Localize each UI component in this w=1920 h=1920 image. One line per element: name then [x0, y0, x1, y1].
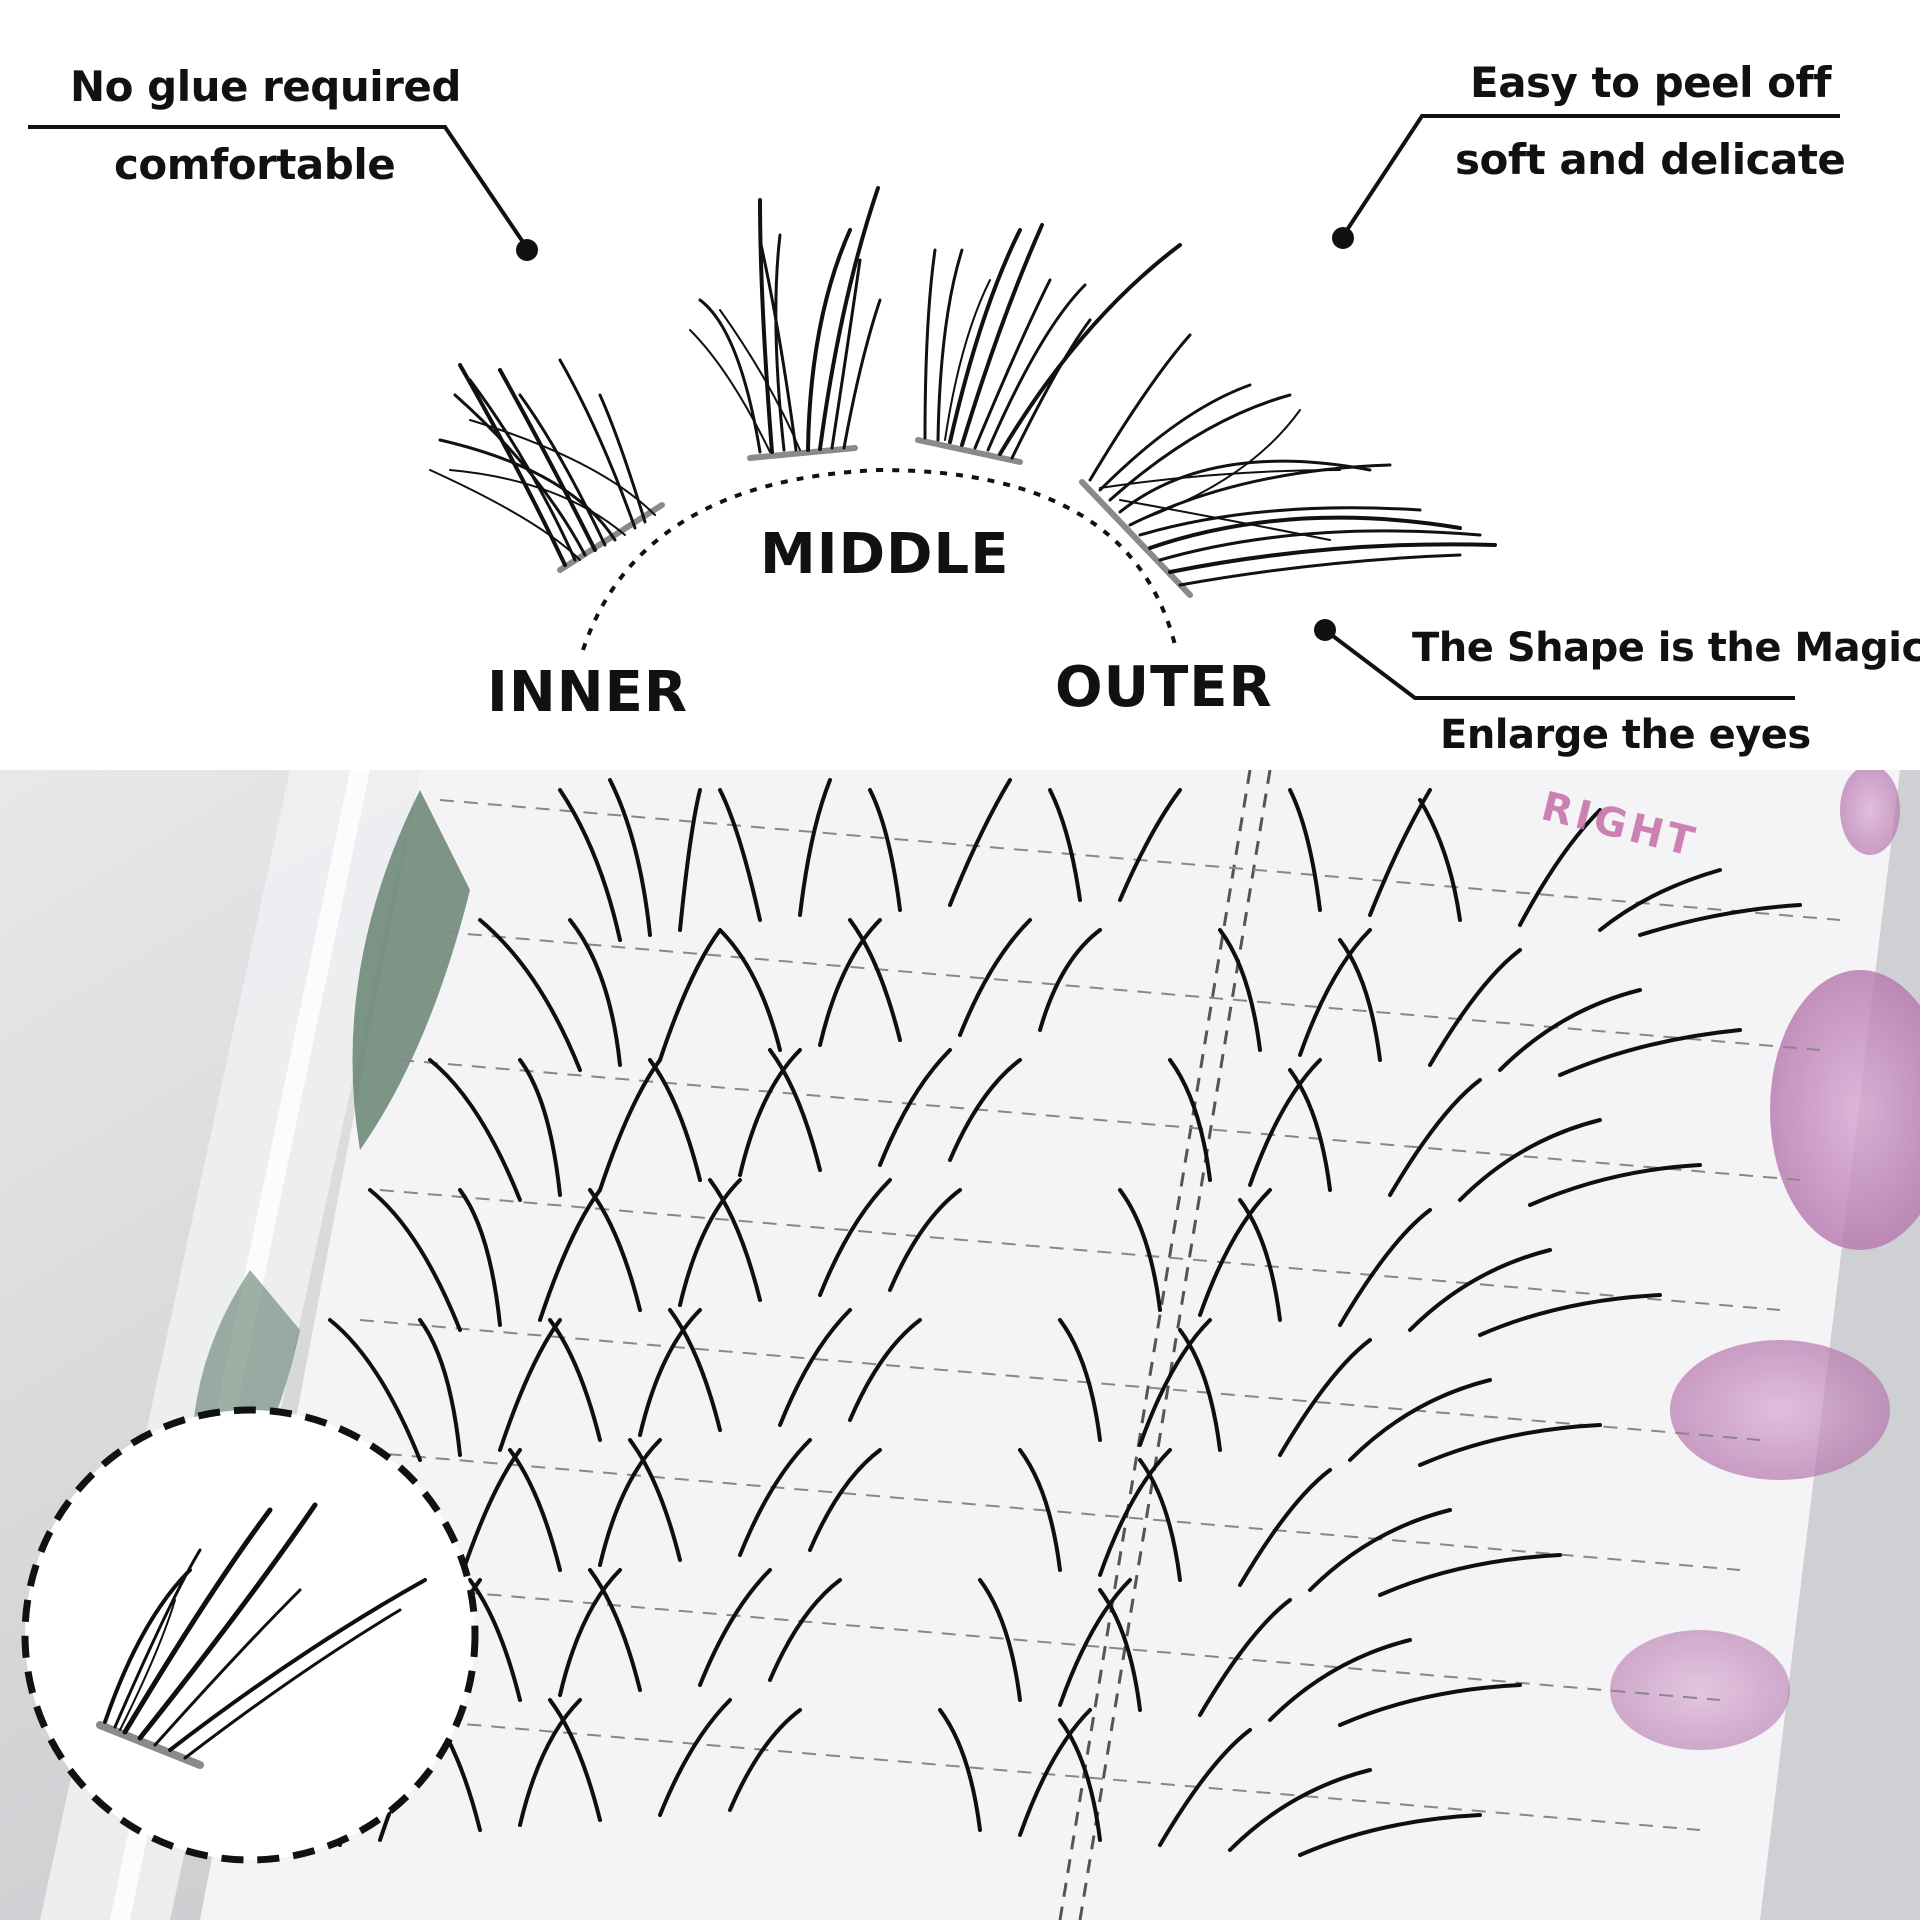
petal-decoration-top: [1840, 770, 1900, 855]
lash-cluster-inner: [429, 358, 665, 573]
dotted-arc: [581, 467, 1177, 651]
leaf-decoration-left: [352, 790, 470, 1150]
callout-top-left-line1: No glue required: [70, 62, 461, 111]
lash-tray-photo: RIGHT: [0, 770, 1920, 1920]
callout-top-right-line1: Easy to peel off: [1470, 58, 1832, 107]
callout-bottom-right-line1: The Shape is the Magic.: [1412, 625, 1920, 671]
lash-cluster-outer: [1079, 333, 1497, 598]
segment-label-outer: OUTER: [1055, 655, 1273, 720]
callout-dot-bottom-right: [1314, 619, 1336, 641]
lash-card: [200, 770, 1900, 1920]
petal-decoration-right-2: [1670, 1340, 1890, 1480]
callout-bottom-right-line2: Enlarge the eyes: [1440, 712, 1811, 758]
lash-tray-art: [0, 770, 1920, 1920]
callout-line-top-right: [1341, 114, 1840, 238]
zoom-inset: [21, 1406, 479, 1864]
petal-decoration-right: [1770, 970, 1920, 1250]
lash-segment-illustration: [28, 114, 1840, 700]
segment-label-inner: INNER: [487, 660, 688, 725]
zoom-inset-lash: [96, 1502, 427, 1769]
callout-top-left-line2: comfortable: [114, 140, 396, 189]
lash-cluster-middle-right: [915, 223, 1182, 465]
petal-decoration-bottom: [1610, 1630, 1790, 1750]
callout-dot-top-right: [1332, 227, 1354, 249]
callout-dot-top-left: [516, 239, 538, 261]
card-center-divider: [1058, 770, 1252, 1920]
callout-line-bottom-right: [1323, 628, 1795, 700]
lash-rows: [218, 778, 1802, 1857]
callout-line-top-left: [28, 125, 529, 250]
segment-label-middle: MIDDLE: [760, 522, 1010, 587]
callout-top-right-line2: soft and delicate: [1455, 135, 1846, 184]
lash-cluster-middle-left: [689, 186, 882, 461]
